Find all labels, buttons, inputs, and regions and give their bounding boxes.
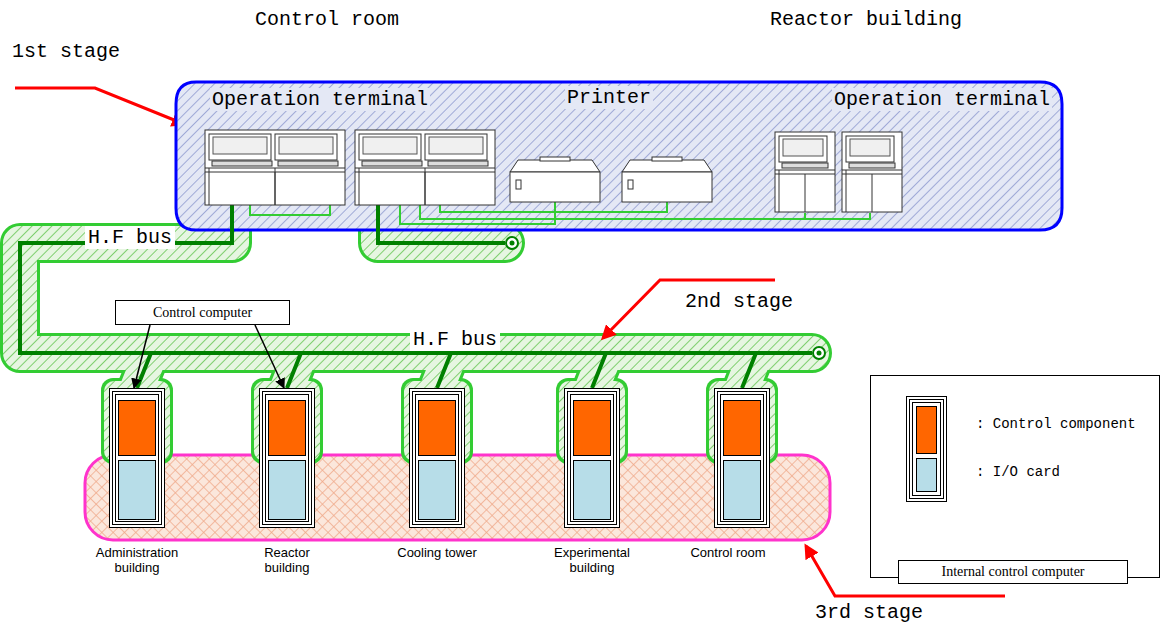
io-card bbox=[119, 461, 156, 520]
stage-callout-arrow bbox=[15, 88, 184, 124]
operation-terminal bbox=[205, 130, 345, 205]
callout-box: Control computer bbox=[115, 300, 290, 325]
cabinet-symbol bbox=[109, 388, 165, 528]
bus-terminator bbox=[506, 237, 518, 249]
diagram-label: 3rd stage bbox=[815, 601, 923, 624]
building-label: Experimental building bbox=[537, 545, 647, 575]
printer-label: Printer bbox=[565, 86, 653, 109]
control-computer-cabinet: Administration building bbox=[109, 388, 165, 528]
legend-caption: Internal control computer bbox=[898, 560, 1128, 584]
legend-text: : Control component bbox=[976, 416, 1136, 432]
bus-terminator bbox=[817, 351, 822, 356]
control-computer-cabinet: Control room bbox=[714, 388, 770, 528]
diagram-label: 1st stage bbox=[12, 40, 120, 63]
control-component bbox=[724, 401, 761, 456]
control-component bbox=[574, 401, 611, 456]
leader-arrow bbox=[134, 325, 150, 388]
building-label: Reactor building bbox=[252, 545, 322, 575]
operation-terminal bbox=[775, 132, 835, 212]
cabinet-symbol bbox=[714, 388, 770, 528]
printer-symbol bbox=[510, 157, 600, 202]
control-computer-cabinet: Experimental building bbox=[564, 388, 620, 528]
hf-bus-line bbox=[137, 353, 756, 388]
diagram-label: H.F bus bbox=[410, 328, 500, 351]
bus-terminator bbox=[813, 347, 825, 359]
cabinet-symbol bbox=[409, 388, 465, 528]
io-card bbox=[419, 461, 456, 520]
io-card bbox=[574, 461, 611, 520]
first-stage-outline bbox=[176, 82, 1062, 230]
cabinet-symbol bbox=[564, 388, 620, 528]
legend-text: : I/O card bbox=[976, 464, 1060, 480]
cabinet-symbol bbox=[259, 388, 315, 528]
leader-arrow bbox=[255, 325, 284, 388]
diagram-label: Reactor building bbox=[770, 8, 962, 31]
legend-swatch bbox=[916, 406, 937, 454]
io-card bbox=[724, 461, 761, 520]
control-computer-cabinet: Cooling tower bbox=[409, 388, 465, 528]
operation-terminal bbox=[842, 132, 902, 212]
diagram-label: Control room bbox=[255, 8, 399, 31]
io-card bbox=[269, 461, 306, 520]
building-label: Control room bbox=[678, 545, 778, 560]
first-stage-region: Operation terminal Printer Operation termi… bbox=[170, 78, 1070, 238]
building-label: Cooling tower bbox=[387, 545, 487, 560]
operation-terminal bbox=[355, 130, 495, 205]
terminal-label: Operation terminal bbox=[832, 88, 1052, 111]
legend-swatch bbox=[916, 458, 937, 492]
control-component bbox=[269, 401, 306, 456]
diagram-label: H.F bus bbox=[85, 226, 175, 249]
legend-box: : Control component : I/O card bbox=[870, 375, 1160, 578]
control-component bbox=[419, 401, 456, 456]
building-label: Administration building bbox=[72, 545, 202, 575]
bus-terminator bbox=[510, 241, 515, 246]
terminal-label: Operation terminal bbox=[210, 88, 430, 111]
control-component bbox=[119, 401, 156, 456]
printer-symbol bbox=[622, 157, 712, 202]
callout-text: Control computer bbox=[124, 304, 281, 321]
diagram-label: 2nd stage bbox=[685, 290, 793, 313]
control-computer-cabinet: Reactor building bbox=[259, 388, 315, 528]
